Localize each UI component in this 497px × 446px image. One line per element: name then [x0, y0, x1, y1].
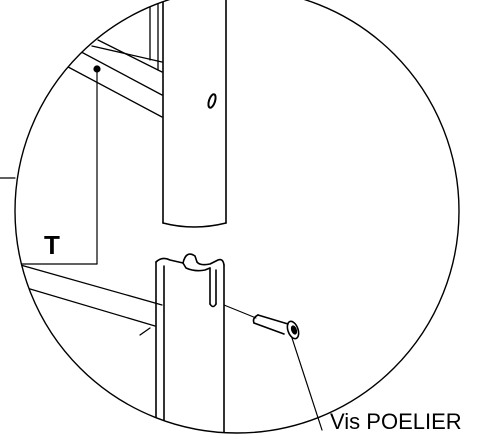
screw	[252, 314, 300, 340]
tube-hole	[207, 93, 217, 109]
clipped-content	[15, 0, 300, 433]
screw-label: Vis POELIER	[330, 409, 462, 434]
lower-tube	[155, 253, 225, 433]
lower-frame-lines	[15, 261, 163, 336]
detail-circle	[14, 0, 460, 434]
alignment-line	[223, 304, 257, 319]
screw-leader	[291, 337, 323, 431]
part-label-t: T	[44, 230, 60, 260]
upper-tube	[162, 0, 227, 228]
frame-lines	[39, 0, 163, 118]
